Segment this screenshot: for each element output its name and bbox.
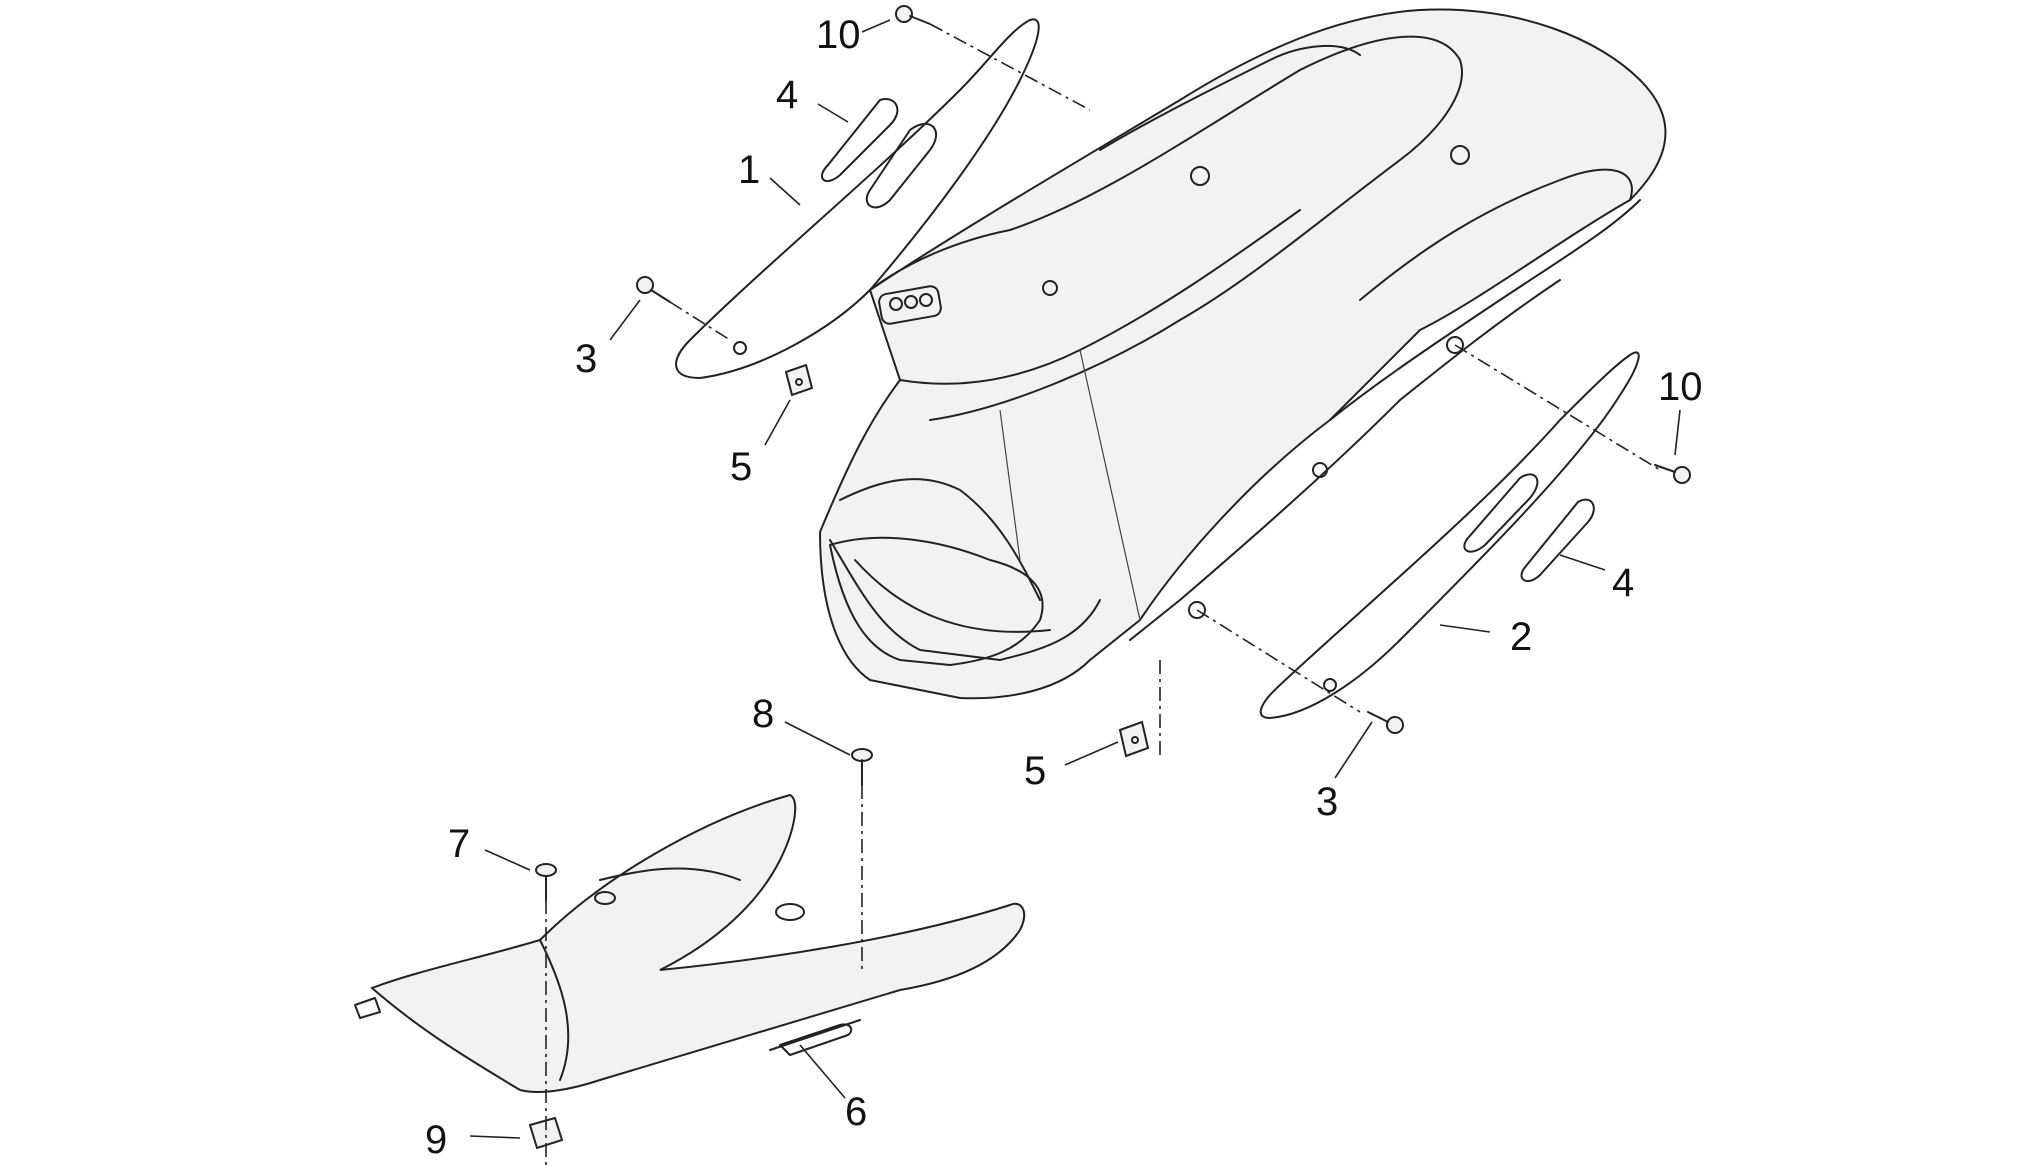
- screw-10-right: [1654, 464, 1691, 484]
- callout-8: 8: [752, 692, 774, 736]
- callout-4-lower: 4: [1612, 561, 1634, 605]
- leader-3-right: [1334, 721, 1373, 779]
- leader-10-top: [861, 19, 891, 33]
- callout-7: 7: [448, 822, 470, 866]
- callout-2: 2: [1510, 615, 1532, 659]
- screw-10-top: [895, 5, 931, 25]
- clip-lower: [1118, 720, 1150, 758]
- leader-10-right: [1674, 409, 1681, 456]
- callout-9: 9: [425, 1118, 447, 1162]
- callout-3-left: 3: [575, 337, 597, 381]
- axis-left-screw: [669, 301, 731, 341]
- callout-5-lower: 5: [1024, 749, 1046, 793]
- axis-right-lower: [1196, 609, 1361, 713]
- leader-2: [1439, 624, 1491, 633]
- callout-10-top: 10: [816, 13, 861, 57]
- screw-3-left: [636, 276, 671, 303]
- trim-insert-upper: [821, 98, 899, 182]
- leader-6: [799, 1044, 846, 1099]
- callout-6: 6: [845, 1090, 867, 1134]
- leader-5-lower: [1064, 741, 1119, 766]
- leader-7: [484, 849, 531, 871]
- screw-7: [535, 863, 557, 901]
- rear-body-cover: [818, 8, 1667, 700]
- screw-3-right: [1367, 711, 1404, 734]
- clip-upper: [784, 363, 814, 397]
- callout-1: 1: [738, 148, 760, 192]
- leader-4-upper: [817, 103, 849, 123]
- callout-3-right: 3: [1316, 780, 1338, 824]
- callout-5-upper: 5: [730, 445, 752, 489]
- left-side-panel: [675, 18, 1040, 379]
- axis-right-upper: [1454, 344, 1661, 471]
- callout-4-upper: 4: [776, 73, 798, 117]
- lower-cover: [354, 793, 1026, 1093]
- leader-9: [469, 1135, 521, 1139]
- axis-top-screw: [929, 23, 1091, 111]
- leader-5-upper: [764, 399, 791, 446]
- leader-3-left: [609, 299, 641, 341]
- trim-insert-lower: [1520, 498, 1595, 583]
- leader-8: [784, 721, 851, 756]
- leader-4-lower: [1559, 554, 1606, 571]
- callout-10-right: 10: [1658, 365, 1703, 409]
- leader-1: [769, 177, 801, 206]
- screw-8: [851, 748, 873, 786]
